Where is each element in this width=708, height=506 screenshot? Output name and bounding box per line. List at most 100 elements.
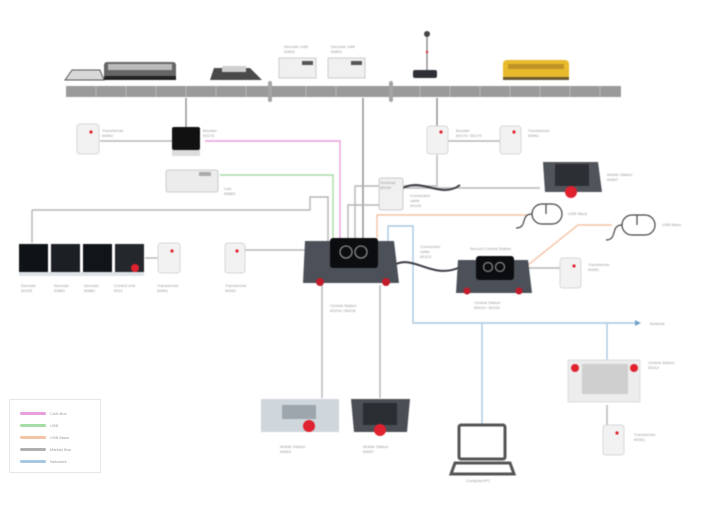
s88-module-icon — [83, 244, 112, 272]
label-sub: 60061 — [225, 288, 237, 293]
cs-secondary-title: Second Central Station — [470, 246, 512, 251]
track — [66, 81, 621, 102]
label-sub: 60883 — [224, 191, 236, 196]
label-text: Decoder m84 — [331, 44, 356, 49]
terminal-icon — [378, 177, 404, 211]
link-s88-icon — [165, 169, 219, 193]
legend: CAN Bus USB USB Maus Märklin Bus Netzwer… — [9, 399, 101, 473]
legend-item: USB — [20, 422, 58, 428]
s88-4-label: Control Unit 6021 — [114, 283, 135, 293]
s88-module-icon — [51, 244, 80, 272]
legend-label: Netzwerk — [50, 458, 67, 464]
label-sub: 60657 — [607, 177, 619, 182]
s88-module-icon — [19, 244, 48, 272]
label-text: Connection — [420, 244, 441, 249]
transformer-icon — [499, 125, 522, 155]
mobile-station-tr-label: Mobile Station 60657 — [607, 172, 632, 182]
mobile-station-icon — [543, 162, 602, 198]
label-sub: 60653 — [280, 449, 292, 454]
label-text: Transformer — [634, 432, 656, 437]
label-text: Decoder m83 — [284, 44, 309, 49]
transformer-icon — [224, 242, 246, 274]
connection-cs-label: Connection cable 60123 — [420, 244, 440, 259]
legend-swatch-marklin-bus — [20, 447, 46, 451]
s88-2-label: Decoder 60881 — [54, 283, 69, 293]
central-station-main-icon — [303, 238, 399, 286]
label-sub: 60128 — [21, 288, 33, 293]
network-arrow-icon — [635, 320, 641, 326]
line-network — [387, 225, 635, 324]
transformer-icon — [602, 424, 625, 456]
mobile-station-a-icon — [261, 399, 339, 432]
label-sub: 60175 — [203, 133, 215, 138]
line-usb-mouse-1 — [376, 214, 528, 245]
central-station-secondary-icon — [456, 256, 532, 295]
control-unit-icon — [115, 244, 144, 272]
decoder-2-label: Decoder m84 60841 — [331, 44, 355, 54]
label-text: Transformer — [102, 128, 124, 133]
mobile-station-b-label: Mobile Station 60657 — [363, 444, 388, 454]
label-text: Transformer — [588, 262, 610, 267]
label-text: Link — [224, 186, 232, 191]
line-usb-mouse-2 — [527, 224, 612, 266]
label-sub: 60061 — [157, 288, 169, 293]
legend-swatch-network — [20, 459, 46, 463]
label-sub: 6021 — [114, 288, 123, 293]
legend-swatch-usb-mouse — [20, 435, 46, 439]
label-sub: 60831 — [284, 49, 296, 54]
label-text: Central Station — [474, 300, 501, 305]
cs-main-label: Central Station 60216 / 60226 — [330, 303, 356, 313]
transformer-icon — [559, 257, 582, 289]
line-marklin-bus-s88 — [32, 196, 329, 245]
line-terminal-cs — [347, 204, 380, 245]
mobile-station-b-icon — [351, 399, 410, 436]
booster-icon — [172, 127, 200, 156]
legend-item: Netzwerk — [20, 458, 67, 464]
label-text: Central Station — [648, 360, 675, 365]
label-sub: 60061 — [634, 437, 646, 442]
track-isolator — [389, 81, 393, 102]
computer-laptop-icon — [448, 423, 517, 476]
connection-cable-label: Connection cable 60126 — [410, 193, 430, 208]
locomotive-icon — [210, 66, 262, 80]
legend-label: Märklin Bus — [50, 446, 71, 452]
booster-tr-label: Booster 60174 / 60175 — [456, 128, 482, 138]
link-s88-label: Link 60883 — [224, 186, 235, 196]
connection-lines — [31, 98, 641, 425]
line-usb — [220, 174, 334, 245]
label-text: Transformer — [225, 283, 247, 288]
usb-mouse-1-label: USB Maus — [568, 211, 588, 216]
transformer-icon — [76, 123, 100, 155]
label-sub: 60657 — [363, 449, 375, 454]
label-text: Booster — [456, 128, 470, 133]
legend-label: CAN Bus — [50, 410, 67, 416]
s88-3-label: Decoder 60882 — [84, 283, 99, 293]
transformer-left-label: Transformer 60061 — [157, 283, 179, 293]
label-sub: 60061 — [528, 133, 540, 138]
legend-item: USB Maus — [20, 434, 69, 440]
computer-label: Computer/PC — [466, 478, 491, 483]
label-text: Terminal — [380, 180, 396, 185]
label-text: Transformer — [528, 128, 550, 133]
label-sub: 60882 — [84, 288, 96, 293]
cs-secondary-label: Central Station 60216 / 60226 — [474, 300, 500, 310]
s88-modules — [19, 244, 144, 276]
label-text: Decoder — [84, 283, 100, 288]
mobile-station-a-label: Mobile Station 60653 — [280, 444, 305, 454]
booster-tl-label: Booster 60175 — [203, 128, 217, 138]
track-isolator — [268, 81, 272, 102]
label-sub: 60145 — [380, 185, 392, 190]
label-text: Mobile Station — [363, 444, 389, 449]
decoder-1-label: Decoder m83 60831 — [284, 44, 308, 54]
label-text: Mobile Station — [280, 444, 306, 449]
label-text: Decoder — [54, 283, 70, 288]
label-sub: 60061 — [588, 267, 600, 272]
transformer-tr-label: Transformer 60061 — [528, 128, 550, 138]
transformer-icon — [426, 125, 449, 155]
transformer-icon — [157, 242, 181, 274]
label-sub: cable — [410, 198, 420, 203]
legend-label: USB Maus — [50, 434, 70, 440]
label-sub: 60841 — [331, 49, 343, 54]
transformer-br-label: Transformer 60061 — [634, 432, 656, 442]
